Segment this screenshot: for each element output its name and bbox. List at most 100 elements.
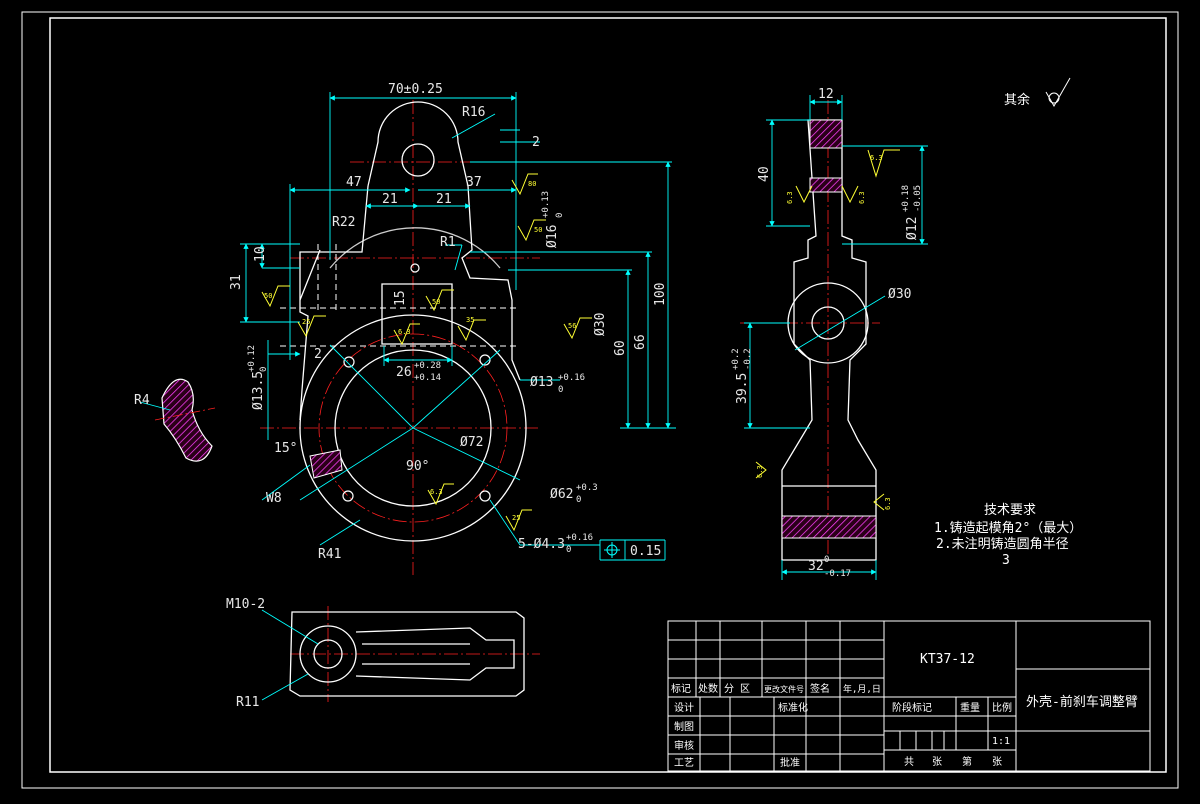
dim-37: 37 (466, 175, 482, 190)
front-dimension-text: 70±0.25 R16 2 47 37 21 21 R22 R1 Ø16 +0.… (134, 82, 668, 562)
tb-date: 年,月,日 (843, 683, 881, 695)
tech-req-line3: 3 (1002, 553, 1010, 568)
dim-39-5-tol-low: -0.2 (743, 348, 753, 370)
dim-r11: R11 (236, 695, 259, 710)
tb-design: 设计 (674, 701, 694, 714)
side-hatch-bottom (781, 515, 877, 539)
dim-r41: R41 (318, 547, 341, 562)
roughness-label: 25 (512, 514, 520, 522)
top-outline (289, 611, 525, 697)
roughness-label: 80 (528, 180, 536, 188)
dim-31: 31 (229, 274, 244, 290)
inner-frame (49, 17, 1167, 773)
dim-d13-right-tol-low: 0 (558, 385, 563, 395)
part-name: 外壳-前刹车调整臂 (1026, 694, 1138, 710)
roughness-label: 50 (264, 292, 272, 300)
dim-r4: R4 (134, 393, 150, 408)
dim-70: 70±0.25 (388, 82, 443, 97)
dim-d12-tol-up: +0.18 (901, 185, 911, 212)
tb-process: 工艺 (674, 757, 694, 769)
side-dimension-lines (744, 95, 928, 580)
front-holes (342, 263, 491, 502)
roughness-note-text: 其余 (1004, 92, 1030, 108)
side-hatch-top (809, 119, 843, 149)
roughness-label: 6.3 (430, 488, 443, 496)
front-view: 80 50 50 25 50 35 56 6.3 6.3 25 70±0.25 … (134, 82, 676, 575)
tb-sheet: 张 (992, 756, 1002, 768)
dim-d13-right: Ø13 (530, 375, 553, 390)
side-dimension-text: 12 40 Ø12 +0.18 -0.05 Ø30 39.5 +0.2 -0.2… (731, 87, 923, 579)
tb-count: 处数 (698, 682, 718, 695)
tb-weight: 重量 (960, 701, 980, 714)
tech-req-line2: 2.未注明铸造圆角半径 (936, 536, 1069, 552)
dim-m10: M10-2 (226, 597, 265, 612)
dim-32-tol-up: 0 (824, 555, 829, 565)
dim-d13-right-tol: +0.16 (558, 373, 585, 383)
dim-d30-side: Ø30 (888, 287, 911, 302)
dim-60: 60 (613, 340, 628, 356)
dim-15deg: 15° (274, 441, 297, 456)
dim-32-tol-low: -0.17 (824, 569, 851, 579)
title-block: KT37-12 外壳-前刹车调整臂 标记 处数 分 区 更改文件号 签名 年,月… (667, 620, 1151, 772)
roughness-label: 50 (534, 226, 542, 234)
tb-mark: 标记 (671, 683, 691, 695)
dim-d62: Ø62 (550, 487, 573, 502)
technical-requirements: 技术要求 1.铸造起模角2°（最大） 2.未注明铸造圆角半径 3 (934, 503, 1082, 568)
roughness-symbol-icon (1045, 77, 1071, 108)
front-outline (299, 101, 527, 542)
tb-sign: 签名 (810, 682, 830, 695)
dim-d62-tol: +0.3 (576, 483, 598, 493)
dim-10: 10 (253, 246, 268, 262)
tb-scale-value: 1:1 (992, 736, 1010, 747)
dim-d16-tol: +0.13 (541, 191, 551, 218)
dim-100: 100 (653, 283, 668, 306)
dim-d12: Ø12 (905, 217, 920, 240)
dim-w8: W8 (266, 491, 282, 506)
roughness-note: 其余 (1004, 77, 1071, 108)
dim-holes-tol-low: 0 (566, 545, 571, 555)
roughness-label: 6.3 (756, 465, 764, 478)
w8-section-hatch (309, 449, 343, 479)
dim-15: 15 (393, 290, 408, 306)
dim-39-5: 39.5 (735, 373, 750, 404)
tech-req-title: 技术要求 (984, 503, 1036, 518)
dim-r16: R16 (462, 105, 485, 120)
tb-doc: 更改文件号 (764, 684, 804, 694)
position-tolerance: 0.15 (630, 544, 661, 559)
dim-26-tol-up: +0.28 (414, 361, 441, 371)
dim-r22: R22 (332, 215, 355, 230)
dim-32: 32 (808, 559, 824, 574)
tb-no: 第 (962, 755, 972, 768)
tech-req-line1: 1.铸造起模角2°（最大） (934, 520, 1082, 536)
tb-sheets: 张 (932, 756, 942, 768)
tb-scale: 比例 (992, 701, 1012, 714)
dim-d13-left-tol: +0.12 (247, 345, 257, 372)
top-dimension-lines (261, 609, 319, 701)
dim-21a: 21 (382, 192, 398, 207)
roughness-label: 6.3 (858, 191, 866, 204)
front-centerlines (260, 100, 540, 575)
dim-5-holes: 5-Ø4.3 (518, 537, 565, 552)
tb-check: 审核 (674, 739, 694, 752)
roughness-label: 25 (302, 318, 310, 326)
dim-r1: R1 (440, 235, 456, 250)
front-hidden-lines (280, 244, 520, 347)
side-roughness-labels: 6.3 6.3 6.3 6.3 6.3 (756, 154, 892, 510)
dim-66: 66 (633, 334, 648, 350)
outer-frame (21, 11, 1179, 789)
roughness-label: 50 (432, 298, 440, 306)
roughness-label: 56 (568, 322, 576, 330)
r4-section (161, 378, 213, 462)
dim-39-5-tol-up: +0.2 (731, 348, 741, 370)
dim-d13-left-tol-low: 0 (259, 367, 269, 372)
roughness-label: 35 (466, 316, 474, 324)
tb-stage: 阶段标记 (892, 701, 932, 714)
dim-d72: Ø72 (460, 435, 483, 450)
dim-12: 12 (818, 87, 834, 102)
tb-draw: 制图 (674, 720, 694, 733)
dim-90deg: 90° (406, 459, 429, 474)
side-hatch-mid (809, 177, 843, 193)
dim-2a: 2 (532, 135, 540, 150)
